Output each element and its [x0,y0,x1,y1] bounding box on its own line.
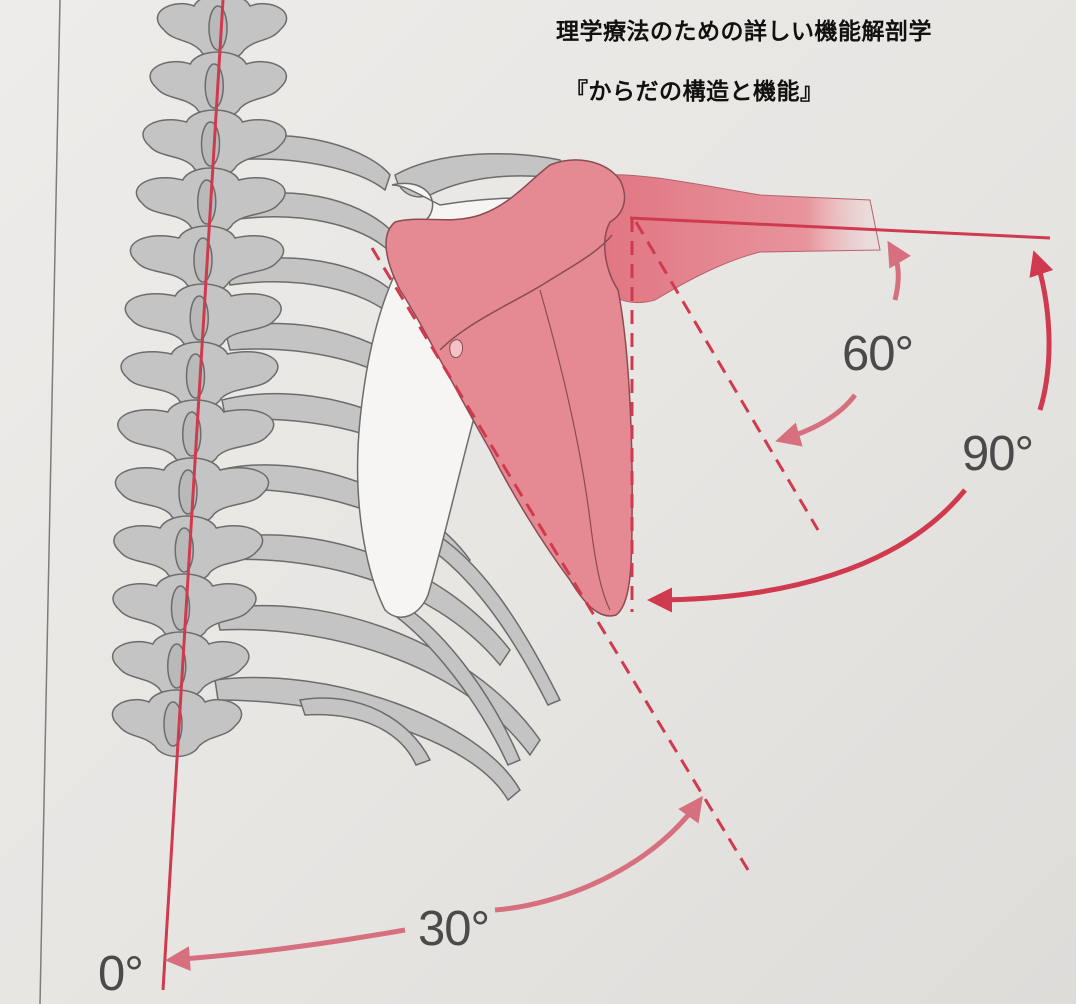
humerus-arm [589,174,881,304]
arrow-60-to-dashed [775,393,857,447]
arrow-60-to-horizontal [887,240,911,301]
reference-lines [161,0,1051,991]
spinous-process [200,121,221,167]
angle-label-60: 60° [842,327,913,381]
spinous-process [208,5,228,51]
angle-arrows [165,240,1054,972]
book-subtitle-caption: 『からだの構造と機能』 [565,79,824,105]
arrow-30-to-vertical [165,927,406,972]
spinous-process [204,63,224,109]
scapula-lateral-border [539,289,611,611]
book-title-caption: 理学療法のための詳しい機能解剖学 [556,19,932,45]
arm-60deg-dashed-line [634,221,820,531]
vertical-axis-line [161,0,225,991]
arrow-90-to-horizontal [1029,250,1054,411]
angle-label-0: 0° [98,947,143,1001]
page-margin-line [39,0,61,1004]
scapula-notch [449,339,464,359]
arrow-30-to-scapula [494,795,703,913]
scapular-spine-ridge [439,234,613,351]
scapula-30deg-dashed-line [370,247,750,871]
angle-label-90: 90° [962,427,1033,481]
arrow-90-to-vertical [647,488,967,613]
angle-label-30: 30° [418,902,489,956]
horizontal-arm-line [629,216,1051,240]
